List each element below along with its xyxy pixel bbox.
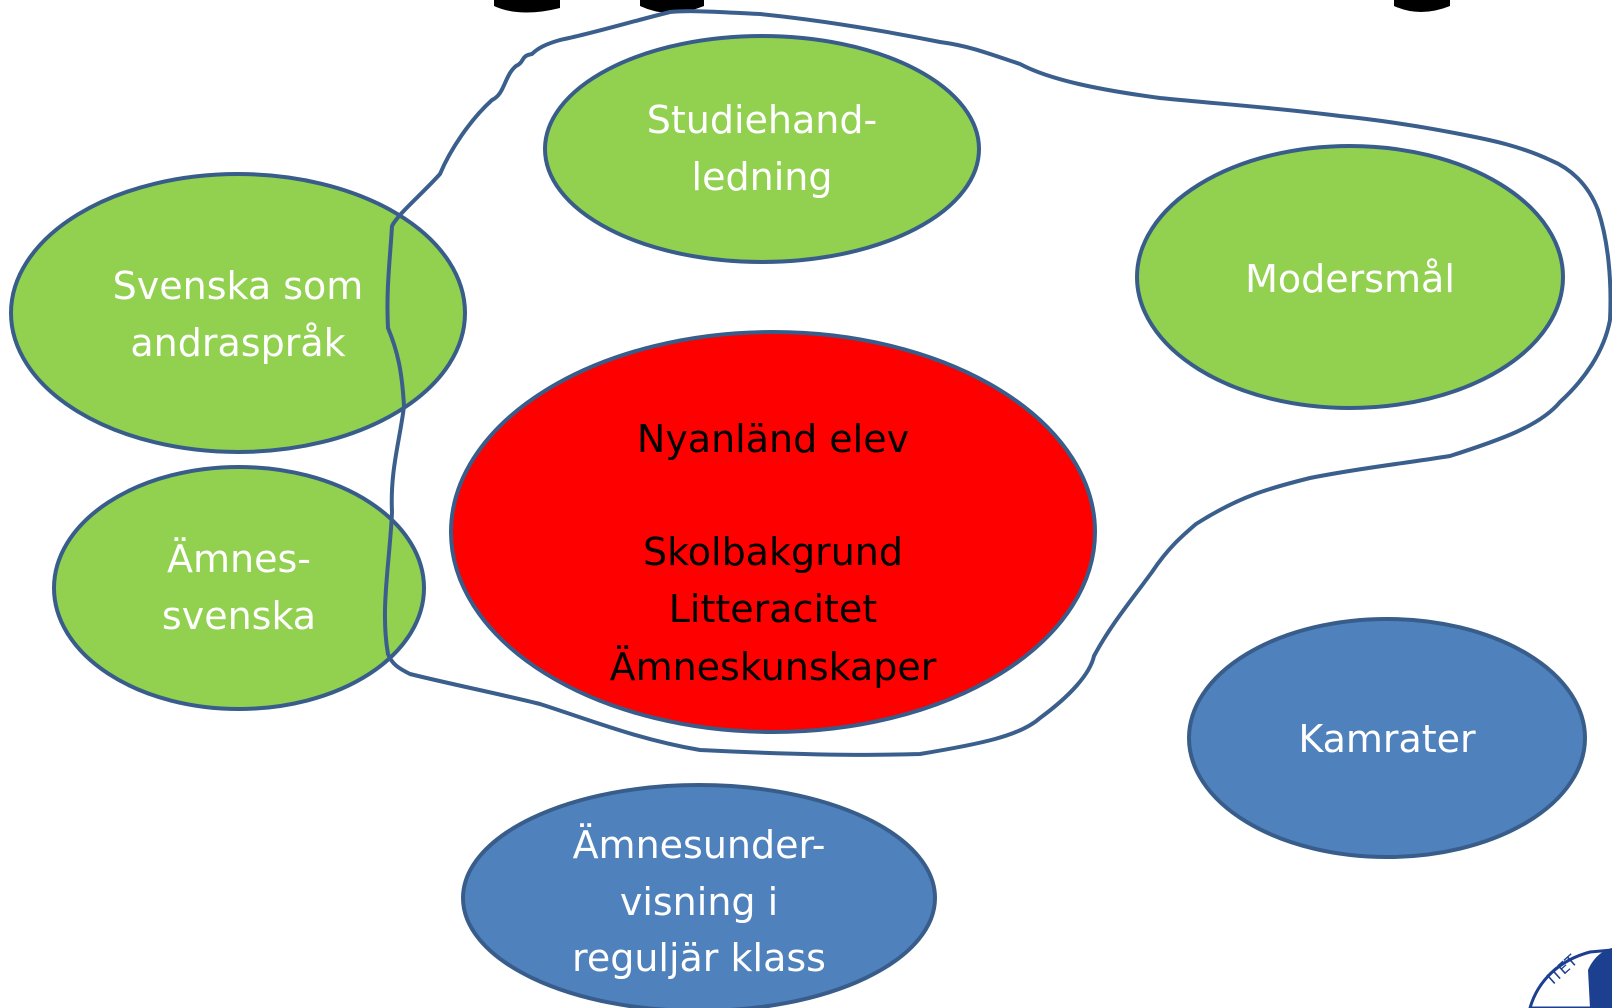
svenska-som-andrasprak-line-2: andraspråk [130, 321, 345, 365]
svenska-som-andrasprak-label: Svenska som andraspråk [113, 264, 364, 365]
svenska-som-andrasprak-line-1: Svenska som [113, 264, 364, 308]
cropped-heading [494, 0, 1450, 13]
kamrater-node [1187, 617, 1587, 859]
modersmal-line-1: Modersmål [1245, 257, 1455, 301]
kamrater-label: Kamrater [1298, 717, 1476, 761]
studiehandledning-label: Studiehand- ledning [647, 98, 877, 199]
modersmal-node [1135, 144, 1565, 410]
amnesundervisning-line-1: Ämnesunder- [573, 823, 826, 867]
nyanland-elev-label: Nyanländ elev Skolbakgrund Litteracitet … [610, 417, 937, 689]
nyanland-elev-line-1: Nyanländ elev [637, 417, 909, 461]
nyanland-elev-line-4: Litteracitet [669, 587, 877, 631]
amnesundervisning-line-3: reguljär klass [572, 936, 826, 980]
nyanland-elev-line-5: Ämneskunskaper [610, 645, 937, 689]
nyanland-elev-line-3: Skolbakgrund [643, 530, 903, 574]
modersmal-label: Modersmål [1245, 257, 1455, 301]
amnesundervisning-node [461, 783, 937, 1008]
amnesundervisning-label: Ämnesunder- visning i reguljär klass [572, 823, 826, 980]
amnessvenska-line-1: Ämnes- [167, 537, 311, 581]
svenska-som-andrasprak-node [9, 172, 467, 454]
kamrater-line-1: Kamrater [1298, 717, 1476, 761]
seal-mark [1588, 948, 1612, 1008]
freehand-enclosure [382, 9, 1612, 757]
amnessvenska-label: Ämnes- svenska [162, 537, 316, 638]
amnesundervisning-line-2: visning i [620, 880, 778, 924]
studiehandledning-line-2: ledning [692, 155, 833, 199]
studiehandledning-node [543, 34, 981, 264]
amnessvenska-node [52, 465, 426, 711]
amnessvenska-line-2: svenska [162, 594, 316, 638]
studiehandledning-line-1: Studiehand- [647, 98, 877, 142]
university-seal-logo: ITET [1528, 948, 1612, 1008]
nyanland-elev-node [449, 330, 1097, 734]
